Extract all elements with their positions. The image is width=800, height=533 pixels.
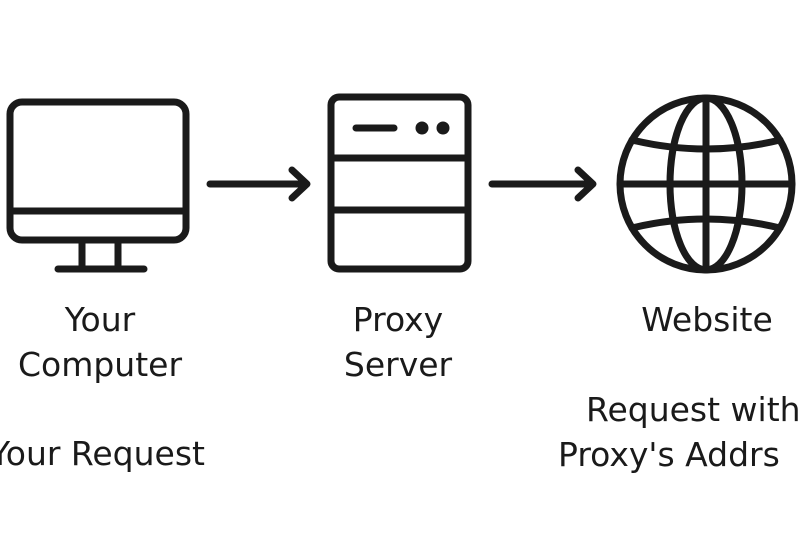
computer-label-line-1: Your xyxy=(64,300,136,339)
proxy-request-line-1: Request with xyxy=(586,390,800,429)
monitor-screen xyxy=(6,98,190,244)
proxy-label-line-2: Server xyxy=(343,345,453,384)
proxy-label: Proxy Server xyxy=(298,297,498,387)
monitor-icon xyxy=(6,98,190,273)
globe-latitude-north xyxy=(628,136,784,153)
globe-latitude-south xyxy=(628,215,784,232)
proxy-request-line-2: Proxy's Addrs xyxy=(558,435,780,474)
computer-label: Your Computer xyxy=(0,297,200,387)
arrow-computer-to-proxy xyxy=(206,166,311,202)
arrow-proxy-to-website xyxy=(488,166,597,202)
server-icon xyxy=(327,93,472,273)
proxy-label-line-1: Proxy xyxy=(352,300,444,339)
server-led-1 xyxy=(415,121,429,135)
computer-label-line-2: Computer xyxy=(17,345,183,384)
your-request-text: Your Request xyxy=(0,434,205,473)
globe-icon xyxy=(616,94,796,274)
website-label: Website xyxy=(607,297,800,342)
website-label-line-1: Website xyxy=(641,300,773,339)
proxy-request-annotation: Request with Proxy's Addrs xyxy=(558,387,800,477)
server-case xyxy=(327,93,472,273)
server-led-2 xyxy=(436,121,450,135)
your-request-annotation: Your Request xyxy=(0,431,220,476)
